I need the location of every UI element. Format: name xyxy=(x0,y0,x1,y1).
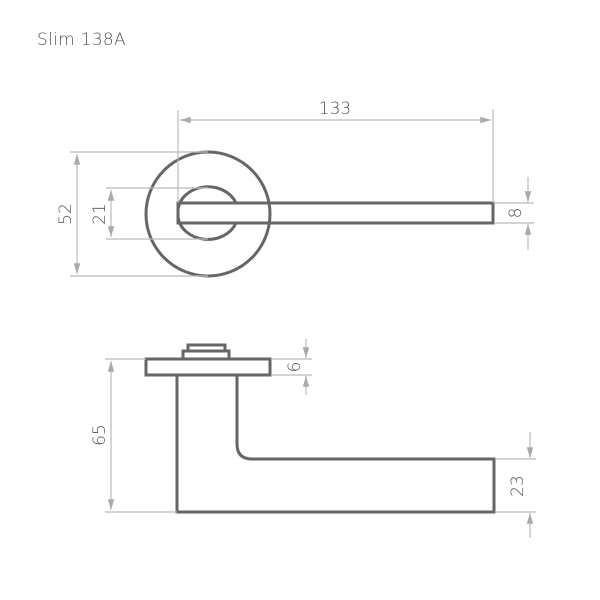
lever-side xyxy=(175,375,496,514)
dim-label-52: 52 xyxy=(56,203,76,225)
dim-label-65: 65 xyxy=(90,424,110,446)
dim-label-23: 23 xyxy=(508,475,528,497)
rosette-side xyxy=(144,357,272,377)
top-view: 133 52 21 8 xyxy=(56,99,534,278)
dim-label-6: 6 xyxy=(285,362,305,373)
dim-label-8: 8 xyxy=(506,208,526,219)
dim-label-21: 21 xyxy=(90,203,110,225)
rosette-outline xyxy=(144,150,272,278)
product-title: Slim 138A xyxy=(37,30,126,50)
dim-label-133: 133 xyxy=(319,99,351,119)
inner-collar xyxy=(176,185,238,241)
lever-top xyxy=(176,201,495,225)
side-view: 65 6 23 xyxy=(90,339,536,538)
